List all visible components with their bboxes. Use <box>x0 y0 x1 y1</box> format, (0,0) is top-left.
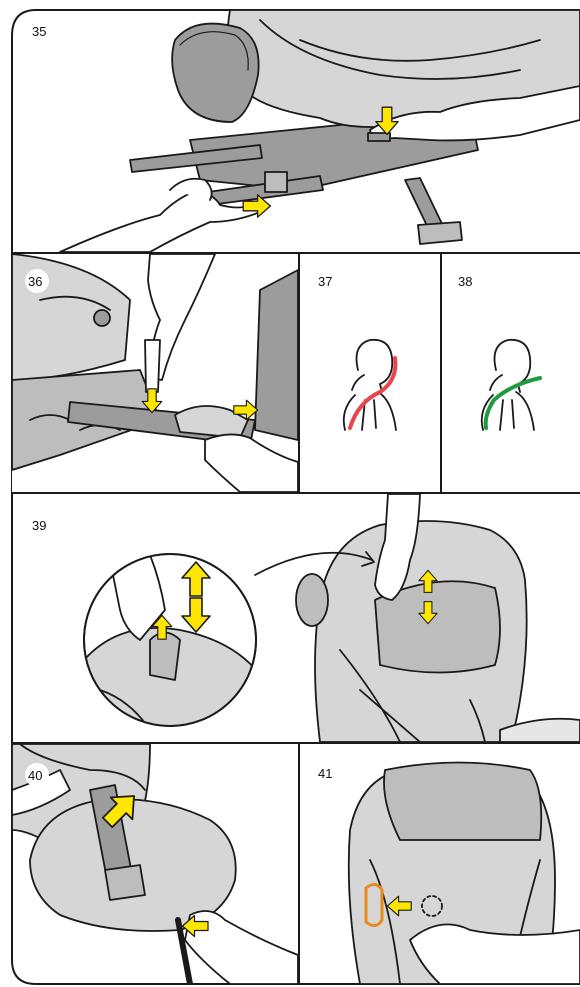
step-number-37: 37 <box>318 274 332 289</box>
panel-36 <box>12 254 298 492</box>
panel-40 <box>12 744 298 984</box>
step-number-36: 36 <box>28 274 42 289</box>
step-number-39: 39 <box>32 518 46 533</box>
step-number-38: 38 <box>458 274 472 289</box>
panel-38 <box>482 340 540 430</box>
step-number-40: 40 <box>28 768 42 783</box>
panel-41 <box>349 763 580 985</box>
step-number-41: 41 <box>318 766 332 781</box>
panel-37 <box>344 340 396 430</box>
step-number-35: 35 <box>32 24 46 39</box>
panel-35 <box>60 10 580 252</box>
